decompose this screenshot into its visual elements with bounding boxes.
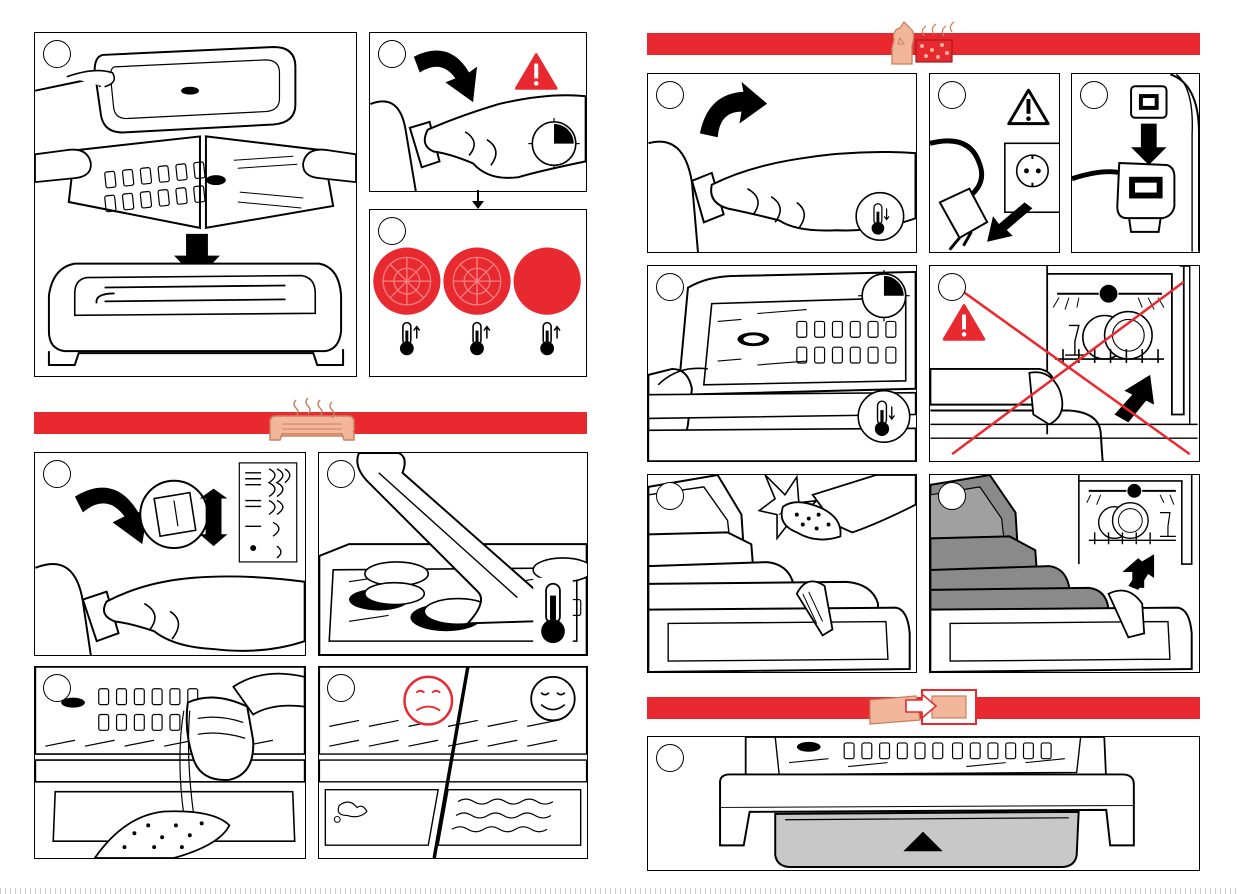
panel-pour-water — [34, 666, 306, 859]
step-number-badge — [378, 40, 406, 68]
sad-face-icon — [405, 677, 453, 725]
thermometer-up-icon — [470, 323, 490, 356]
indicator-lamp-solid — [514, 248, 581, 315]
panel-cooking — [318, 452, 588, 656]
step-number-badge — [656, 482, 684, 510]
page-edge-dots — [0, 888, 1237, 894]
pour-water-illustration — [35, 667, 305, 858]
step-number-badge — [656, 81, 684, 109]
cleaning-supplies-icon — [888, 18, 956, 66]
panel-dishwasher-plates — [929, 474, 1200, 673]
drawer-storage-icon — [866, 686, 978, 726]
cross-out-icon — [952, 282, 1190, 454]
panel-unplug — [929, 73, 1060, 253]
down-arrow-icon — [468, 190, 488, 210]
spatula-cooking-illustration — [319, 453, 587, 655]
panel-water-tray-result — [318, 666, 588, 859]
warning-icon — [944, 306, 984, 340]
socket-icon — [1005, 143, 1059, 212]
panel-disconnect-cord — [1071, 73, 1200, 253]
sponge-washing-illustration — [648, 475, 916, 672]
panel-assembly — [34, 32, 357, 377]
panel-wash-by-hand — [647, 474, 917, 673]
dishwasher-plates-illustration — [930, 475, 1199, 672]
step-number-badge — [656, 744, 684, 772]
thermometer-down-icon — [856, 193, 903, 240]
panel-cool-down — [647, 265, 917, 462]
panel-heating-indicator — [369, 209, 587, 377]
grill-assembly-illustration — [35, 33, 356, 376]
thermometer-icon — [533, 578, 573, 647]
indicator-lamp-ring — [373, 248, 440, 315]
step-number-badge — [656, 273, 684, 301]
step-number-badge — [938, 81, 966, 109]
step-number-badge — [938, 482, 966, 510]
cool-down-illustration — [648, 266, 916, 461]
step-number-badge — [378, 217, 406, 245]
step-number-badge — [327, 460, 355, 488]
step-number-badge — [327, 674, 355, 702]
dishwasher-forbidden-illustration — [930, 266, 1199, 461]
step-number-badge — [43, 674, 71, 702]
thermometer-up-icon — [400, 323, 420, 356]
drawer-storage-illustration — [648, 737, 1199, 870]
thermometer-up-icon — [540, 323, 560, 356]
step-number-badge — [43, 460, 71, 488]
thermostat-dial-illustration — [35, 453, 305, 655]
thermometer-down-icon — [858, 391, 909, 442]
panel-switch-off — [647, 73, 917, 253]
panel-no-dishwasher-base — [929, 265, 1200, 462]
panel-adjust-temperature — [34, 452, 306, 656]
step-number-badge — [938, 273, 966, 301]
hand-switch-off-illustration — [648, 74, 916, 252]
hot-grill-icon — [266, 396, 358, 442]
warning-icon — [517, 55, 557, 89]
panel-store-drawer — [647, 736, 1200, 871]
happy-face-icon — [531, 677, 575, 721]
step-number-badge — [1080, 81, 1108, 109]
warning-icon — [1009, 90, 1048, 123]
indicator-lamp-ring — [443, 248, 510, 315]
panel-switch-on-preheat — [369, 32, 587, 192]
heat-level-icon — [239, 463, 296, 562]
step-number-badge — [43, 40, 71, 68]
sad-happy-face-illustration — [319, 667, 587, 858]
